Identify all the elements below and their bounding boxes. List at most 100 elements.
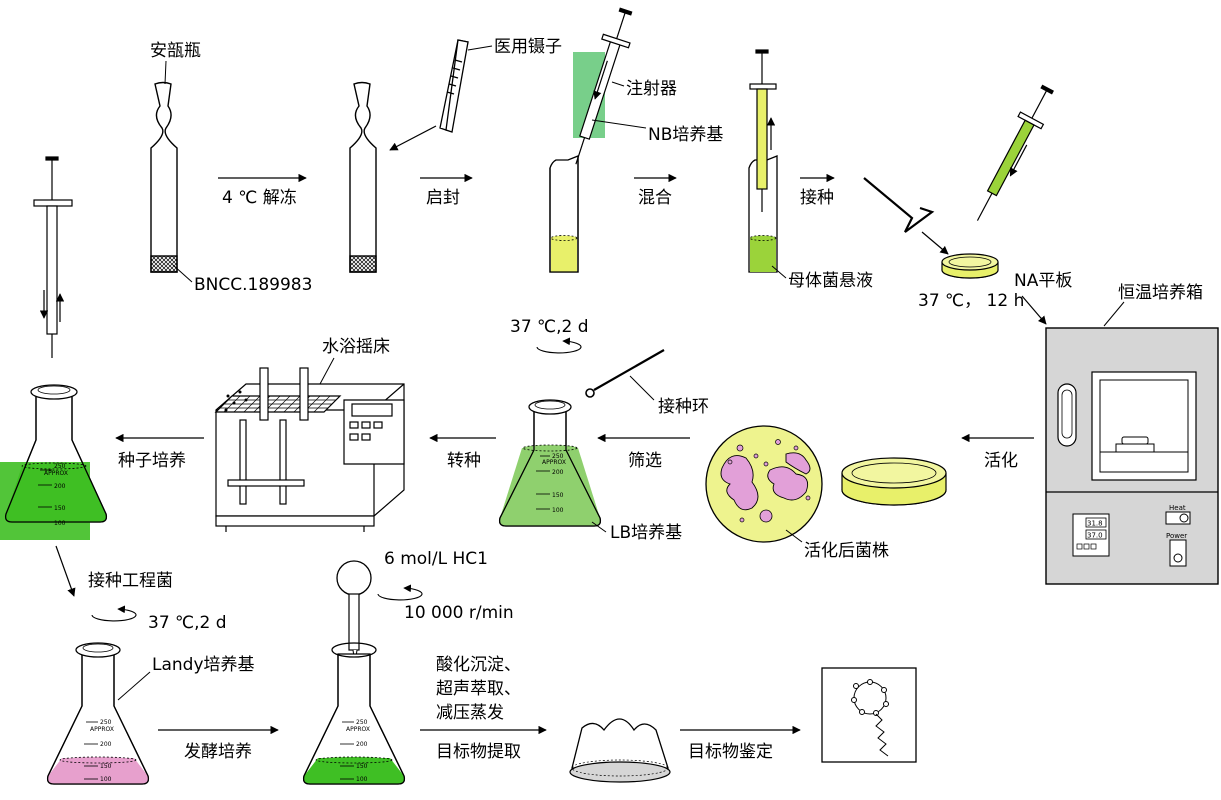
lb-medium-label: LB培养基 — [610, 523, 682, 543]
ferment-flask-mark-200: 200 — [356, 741, 368, 748]
activated-strain-colonies — [705, 425, 823, 543]
syringe-3 — [976, 84, 1054, 221]
nb-leader — [591, 119, 647, 129]
incubate-cond-label: 37 ℃， 12 h — [918, 291, 1024, 311]
seed-flask-mark-100: 100 — [54, 520, 66, 527]
lb-rotation-icon — [536, 337, 582, 354]
extract-step1-label: 酸化沉淀、 — [436, 655, 521, 675]
tweezers-leader — [467, 45, 493, 51]
syringe-label: 注射器 — [626, 79, 677, 99]
na-plate — [941, 253, 999, 279]
heat-label: Heat — [1169, 504, 1186, 512]
syringe-leader — [611, 81, 625, 87]
lb-leader — [591, 521, 607, 533]
power-label: Power — [1166, 532, 1187, 540]
dropper-pipette — [336, 560, 372, 681]
nb-label: NB培养基 — [648, 125, 723, 145]
parent-suspension-label: 母体菌悬液 — [788, 271, 873, 291]
tube-nb — [549, 155, 579, 273]
syringe-2 — [749, 49, 777, 212]
activated-leader — [785, 529, 803, 543]
lb-flask-mark-200: 200 — [552, 469, 564, 476]
landy-leader — [117, 671, 151, 701]
strain-id-label: BNCC.189983 — [194, 275, 312, 295]
activate-label: 活化 — [984, 451, 1018, 471]
water-bath-shaker — [214, 367, 405, 532]
ferment-label: 发酵培养 — [184, 742, 252, 762]
activation-plate — [841, 457, 947, 506]
ampoule-1 — [150, 81, 178, 273]
landy-rotation-icon — [91, 605, 137, 622]
arrow-inoc-eng — [55, 545, 76, 597]
arrow-spread — [921, 231, 949, 255]
incubator — [1045, 327, 1219, 585]
inoc-eng-label: 接种工程菌 — [88, 571, 173, 591]
mix-label: 混合 — [638, 188, 672, 208]
tweezers — [439, 39, 469, 133]
incubator-label: 恒温培养箱 — [1118, 283, 1203, 303]
suspension-leader — [771, 265, 787, 279]
activated-strain-label: 活化后菌株 — [804, 541, 889, 561]
ferment-flask-mark-250: 250 — [356, 719, 368, 726]
ampoule-2 — [349, 81, 377, 273]
arrow-to-incubator — [1021, 295, 1047, 325]
molecule-structure — [821, 667, 917, 763]
screen-label: 筛选 — [628, 451, 662, 471]
arrow-pick — [389, 125, 437, 151]
ferment-flask — [302, 642, 406, 785]
lb-flask-approx: APPROX — [542, 459, 566, 466]
landy-flask-mark-250: 250 — [100, 719, 112, 726]
landy-flask-mark-200: 200 — [100, 741, 112, 748]
hcl-label: 6 mol/L HC1 — [384, 549, 488, 569]
ampoule-leader — [164, 60, 167, 85]
lb-flask — [498, 399, 602, 527]
landy-flask — [46, 642, 150, 785]
inoc-loop-icon — [593, 349, 665, 391]
ampoule-label: 安瓿瓶 — [150, 41, 201, 61]
lb-flask-mark-100: 100 — [552, 507, 564, 514]
landy-flask-mark-100: 100 — [100, 776, 112, 783]
na-plate-label: NA平板 — [1014, 271, 1072, 291]
seed-flask — [0, 384, 108, 540]
thaw-label: 4 ℃ 解冻 — [222, 188, 297, 208]
tube-suspension — [748, 155, 778, 273]
incubator-leader — [1103, 301, 1125, 327]
inoculate-label: 接种 — [800, 188, 834, 208]
ferment-flask-mark-100: 100 — [356, 776, 368, 783]
evaporating-dish — [569, 718, 671, 783]
identify-label: 目标物鉴定 — [688, 742, 773, 762]
lb-flask-mark-150: 150 — [552, 492, 564, 499]
speed-label: 10 000 r/min — [404, 603, 514, 623]
shaker-label: 水浴摇床 — [322, 337, 390, 357]
seed-flask-mark-150: 150 — [54, 505, 66, 512]
shaker-leader — [319, 357, 335, 385]
spreader-icon — [863, 177, 935, 233]
seed-flask-mark-250: 250 — [54, 463, 66, 470]
incubator-readout-1: 31.8 — [1087, 520, 1103, 528]
lb-flask-mark-250: 250 — [552, 453, 564, 460]
extract-step2-label: 超声萃取、 — [436, 679, 521, 699]
extract-step3-label: 减压蒸发 — [436, 703, 504, 723]
inoc-loop-leader — [629, 375, 655, 401]
landy-flask-mark-150: 150 — [100, 763, 112, 770]
seed-flask-approx: APPROX — [44, 470, 68, 477]
seed-culture-label: 种子培养 — [118, 451, 186, 471]
syringe-1 — [575, 7, 633, 165]
landy-flask-approx: APPROX — [90, 726, 114, 733]
open-seal-label: 启封 — [426, 188, 460, 208]
incubator-readout-2: 37.0 — [1087, 532, 1103, 540]
ferment-flask-approx: APPROX — [346, 726, 370, 733]
shaker-dots — [224, 390, 248, 412]
ferment-flask-mark-150: 150 — [356, 763, 368, 770]
landy-cond-label: 37 ℃,2 d — [148, 613, 227, 633]
lb-cond-label: 37 ℃,2 d — [510, 317, 589, 337]
tweezers-label: 医用镊子 — [494, 37, 562, 57]
strain-leader — [172, 264, 193, 283]
centrifuge-rotation-icon — [377, 584, 423, 601]
transfer-label: 转种 — [447, 451, 481, 471]
inoc-loop-label: 接种环 — [658, 397, 709, 417]
extract-label: 目标物提取 — [436, 742, 521, 762]
syringe-4 — [33, 156, 73, 358]
landy-medium-label: Landy培养基 — [152, 655, 255, 675]
